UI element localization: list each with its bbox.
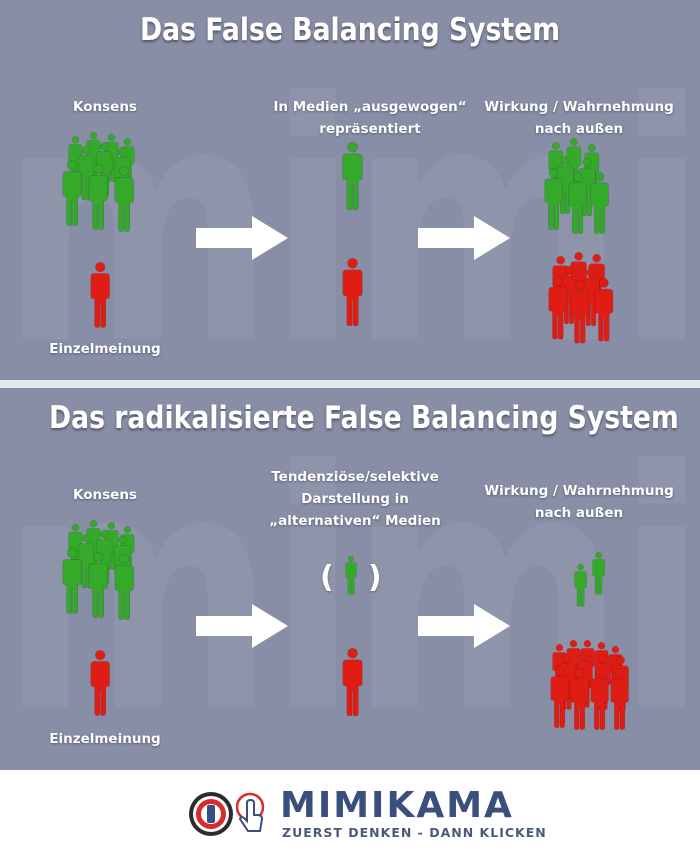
panel2-arrow-2-icon xyxy=(418,604,510,648)
panel1-effect-label: Wirkung / Wahrnehmung nach außen xyxy=(474,96,684,140)
single-opinion-figure xyxy=(90,649,110,716)
panel1-arrow-2-icon xyxy=(418,216,510,260)
media-single-figure xyxy=(342,647,363,717)
panel2-paren-open: ( xyxy=(320,560,334,595)
panel2-media-label-line2: Darstellung in xyxy=(301,491,409,507)
panel2-effect-label-line2: nach außen xyxy=(534,505,624,521)
panel1-arrow-1-icon xyxy=(196,216,288,260)
panel2-effect-label-line1: Wirkung / Wahrnehmung xyxy=(484,483,674,499)
panel2-arrow-1-icon xyxy=(196,604,288,648)
effect-consensus-small-figure xyxy=(574,563,587,607)
panel1-effect-label-line1: Wirkung / Wahrnehmung xyxy=(484,99,674,115)
panel1-consensus-label: Konsens xyxy=(73,99,137,115)
brand-part-2: KAMA xyxy=(386,785,514,826)
mimikama-wordmark: MIMIKAMA xyxy=(280,786,514,826)
mimikama-tagline: ZUERST DENKEN - DANN KLICKEN xyxy=(282,825,547,840)
single-opinion-figure xyxy=(90,261,110,328)
mimikama-badge-icon xyxy=(189,792,233,836)
brand-part-1: MIMI xyxy=(280,785,387,826)
media-single-figure xyxy=(342,257,363,327)
panel2-media-label-line3: „alternativen“ Medien xyxy=(269,513,441,529)
panel2-media-label-line1: Tendenziöse/selektive xyxy=(271,469,439,485)
panel2-title: Das radikalisierte False Balancing Syste… xyxy=(49,400,679,436)
panel1-effect-label-line2: nach außen xyxy=(534,121,624,137)
panel2-paren-close: ) xyxy=(368,560,382,595)
panel1-media-label-line2: repräsentiert xyxy=(319,121,421,137)
click-hand-icon xyxy=(236,792,265,832)
panel2-consensus-label: Konsens xyxy=(73,487,137,503)
panel2-single-label: Einzelmeinung xyxy=(49,731,161,747)
footer xyxy=(0,770,700,856)
media-consensus-figure xyxy=(342,141,363,211)
panel1-media-label-line1: In Medien „ausgewogen“ xyxy=(273,99,467,115)
panel1-single-label: Einzelmeinung xyxy=(49,341,161,357)
panel2-media-label: Tendenziöse/selektive Darstellung in „al… xyxy=(255,466,455,532)
effect-consensus-small-figure xyxy=(592,551,605,595)
panel-divider xyxy=(0,380,700,388)
panel1-title: Das False Balancing System xyxy=(139,12,561,48)
panel2-effect-label: Wirkung / Wahrnehmung nach außen xyxy=(474,480,684,524)
media-consensus-small-figure xyxy=(345,555,357,595)
panel1-media-label: In Medien „ausgewogen“ repräsentiert xyxy=(270,96,470,140)
